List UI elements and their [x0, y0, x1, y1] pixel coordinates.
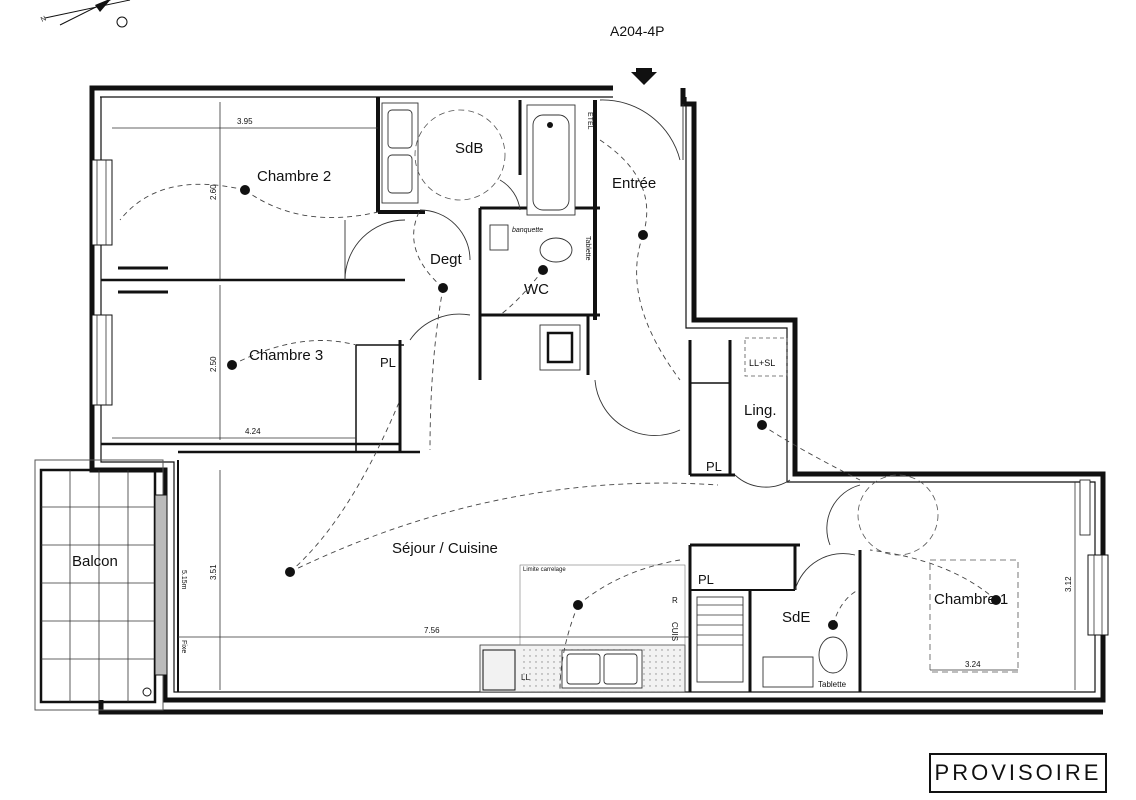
annotation-r: R: [672, 596, 678, 605]
room-label-wc: WC: [524, 281, 549, 298]
entry-arrow-icon: [631, 72, 657, 85]
dimension-label-260: 2.60: [209, 184, 218, 200]
dimension-label-515: 5.15m: [180, 570, 187, 590]
annotation-fixe: Fixe: [180, 640, 187, 653]
bathroom-fixtures: [381, 102, 848, 688]
cupboard-label-pl-2: PL: [706, 459, 722, 474]
dimension-label-250: 2.50: [209, 356, 218, 372]
room-label-chambre-2: Chambre 2: [257, 168, 331, 185]
room-label-chambre-1: Chambre 1: [934, 591, 1008, 608]
dimension-label-756: 7.56: [424, 626, 440, 635]
dimension-label-312: 3.12: [1064, 576, 1073, 592]
furniture: [118, 109, 1019, 673]
annotation-tablette-1: Tablette: [584, 236, 591, 261]
cupboard-label-pl-3: PL: [698, 572, 714, 587]
room-label-sdb: SdB: [455, 140, 483, 157]
dimension-label-395: 3.95: [237, 117, 253, 126]
compass-icon: N: [40, 0, 131, 28]
electrical-wiring: [119, 139, 997, 691]
annotation-etel: ETEL: [586, 112, 593, 130]
dimension-label-324: 3.24: [965, 660, 981, 669]
annotation-limite-carrelage: Limite carrelage: [523, 567, 566, 573]
room-label-sejour: Séjour / Cuisine: [392, 540, 498, 557]
room-label-chambre-3: Chambre 3: [249, 347, 323, 364]
plan-code: A204-4P: [610, 23, 664, 39]
room-label-balcon: Balcon: [72, 553, 118, 570]
dimension-label-351: 3.51: [209, 564, 218, 580]
balcony: [34, 459, 168, 711]
cupboard-label-llsl: LL+SL: [749, 358, 775, 368]
dimension-lines: [112, 102, 1076, 690]
dimension-label-424: 4.24: [245, 427, 261, 436]
ceiling-lights: [227, 185, 1001, 630]
room-label-entree: Entrée: [612, 175, 656, 192]
kitchen-counter: [479, 564, 686, 693]
interior-walls: [101, 97, 862, 692]
windows: [91, 159, 1109, 636]
room-label-ling: Ling.: [744, 402, 777, 419]
annotation-banquette: banquette: [512, 227, 543, 234]
annotation-ll: LL: [521, 673, 530, 682]
cupboard-label-pl-1: PL: [380, 355, 396, 370]
annotation-tablette-2: Tablette: [818, 680, 847, 689]
annotation-cuis: CUIS: [670, 622, 679, 641]
room-label-sde: SdE: [782, 609, 810, 626]
doors: [344, 99, 861, 591]
svg-text:N: N: [40, 15, 48, 23]
provisional-stamp: PROVISOIRE: [929, 753, 1107, 793]
room-label-degt: Degt: [430, 251, 463, 268]
